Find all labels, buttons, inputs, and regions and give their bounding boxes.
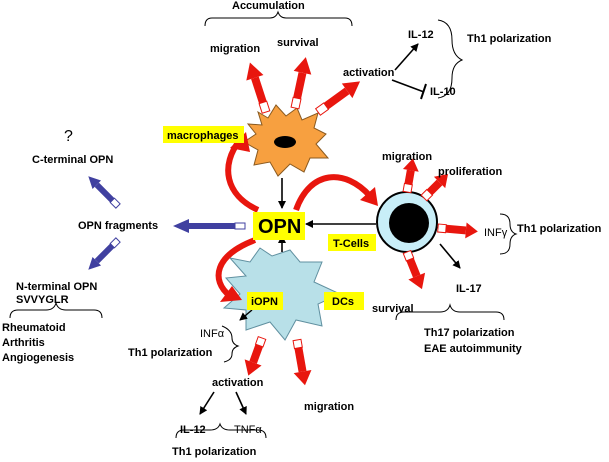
tcell-nucleus xyxy=(389,203,429,243)
highlight-macrophages xyxy=(163,126,244,143)
red-curve-opn-dc xyxy=(215,237,257,299)
red-curve-opn-tcell xyxy=(293,174,373,212)
label-migration-top: migration xyxy=(210,43,260,55)
label-infg: INFγ xyxy=(484,227,508,239)
red-arrow-infg xyxy=(437,222,478,239)
arrow-il12-top xyxy=(394,43,419,71)
highlight-dcs xyxy=(324,292,364,310)
label-th1-left: Th1 polarization xyxy=(128,347,213,359)
blue-arrow-fragments xyxy=(173,219,246,233)
label-proliferation: proliferation xyxy=(438,166,502,178)
inhibit-il10-bar xyxy=(420,83,427,100)
label-arthritis: Arthritis xyxy=(2,337,45,349)
label-rheumatoid: Rheumatoid xyxy=(2,322,66,334)
red-arrow-activation-top xyxy=(314,81,361,116)
label-il17: IL-17 xyxy=(456,283,482,295)
brace-infa xyxy=(221,325,240,363)
blue-arrow-nterminal xyxy=(88,237,121,270)
label-eae: EAE autoimmunity xyxy=(424,343,523,355)
label-th1-infg: Th1 polarization xyxy=(517,223,602,235)
arrow-tnfa xyxy=(235,391,247,415)
brace-rheumatoid xyxy=(9,301,103,319)
highlight-iopn xyxy=(247,292,283,310)
label-tcells: T-Cells xyxy=(333,238,369,250)
label-svvyglr: SVVYGLR xyxy=(16,294,69,306)
label-nterminal: N-terminal OPN xyxy=(16,281,97,293)
label-activation-top: activation xyxy=(343,67,395,79)
brace-accumulation xyxy=(204,10,353,27)
label-survival-top: survival xyxy=(277,37,319,49)
label-angiogenesis: Angiogenesis xyxy=(2,352,74,364)
brace-th1-top xyxy=(437,19,464,99)
label-iopn: iOPN xyxy=(251,296,278,308)
label-th1-bottom: Th1 polarization xyxy=(172,446,257,458)
label-th17: Th17 polarization xyxy=(424,327,515,339)
label-fragments: OPN fragments xyxy=(78,220,158,232)
label-migration-tcell: migration xyxy=(382,151,432,163)
arrow-il12-bottom xyxy=(199,391,215,415)
red-arrow-survival-top xyxy=(290,57,312,110)
red-arrow-migration-tcell xyxy=(402,158,419,194)
label-tnfa: TNFα xyxy=(234,424,262,436)
label-infa: INFα xyxy=(200,328,225,340)
label-il12-top: IL-12 xyxy=(408,29,434,41)
arrow-infa xyxy=(239,309,253,321)
arrow-il17 xyxy=(439,243,461,269)
macrophage-nucleus xyxy=(274,136,296,148)
label-question: ? xyxy=(64,128,73,145)
label-il12-bottom: IL-12 xyxy=(180,424,206,436)
red-curve-opn-tcell-head xyxy=(360,187,378,206)
label-dcs: DCs xyxy=(332,296,354,308)
brace-th1-infg xyxy=(499,213,518,255)
brace-th1-bottom xyxy=(175,422,267,439)
red-arrow-proliferation xyxy=(420,173,449,202)
label-survival-tcell: survival xyxy=(372,303,414,315)
label-migration-bottom: migration xyxy=(304,401,354,413)
red-arrow-survival-tcell xyxy=(402,249,426,290)
brace-th17 xyxy=(395,303,505,321)
label-accumulation: Accumulation xyxy=(232,0,305,12)
label-macrophages: macrophages xyxy=(167,130,239,142)
red-curve-opn-dc-head xyxy=(220,286,242,302)
highlight-opn xyxy=(253,212,305,240)
label-opn: OPN xyxy=(258,216,301,238)
red-arrow-migration-dc xyxy=(292,338,312,386)
highlight-tcells xyxy=(328,234,376,251)
label-il10: IL-10 xyxy=(430,86,456,98)
red-arrow-activation-dc xyxy=(244,335,267,376)
label-activation-bottom: activation xyxy=(212,377,264,389)
label-cterminal: C-terminal OPN xyxy=(32,154,113,166)
blue-arrow-cterminal xyxy=(88,176,121,209)
red-arrow-migration-top xyxy=(246,62,271,114)
label-th1-top: Th1 polarization xyxy=(467,33,552,45)
inhibit-il10 xyxy=(391,79,425,93)
